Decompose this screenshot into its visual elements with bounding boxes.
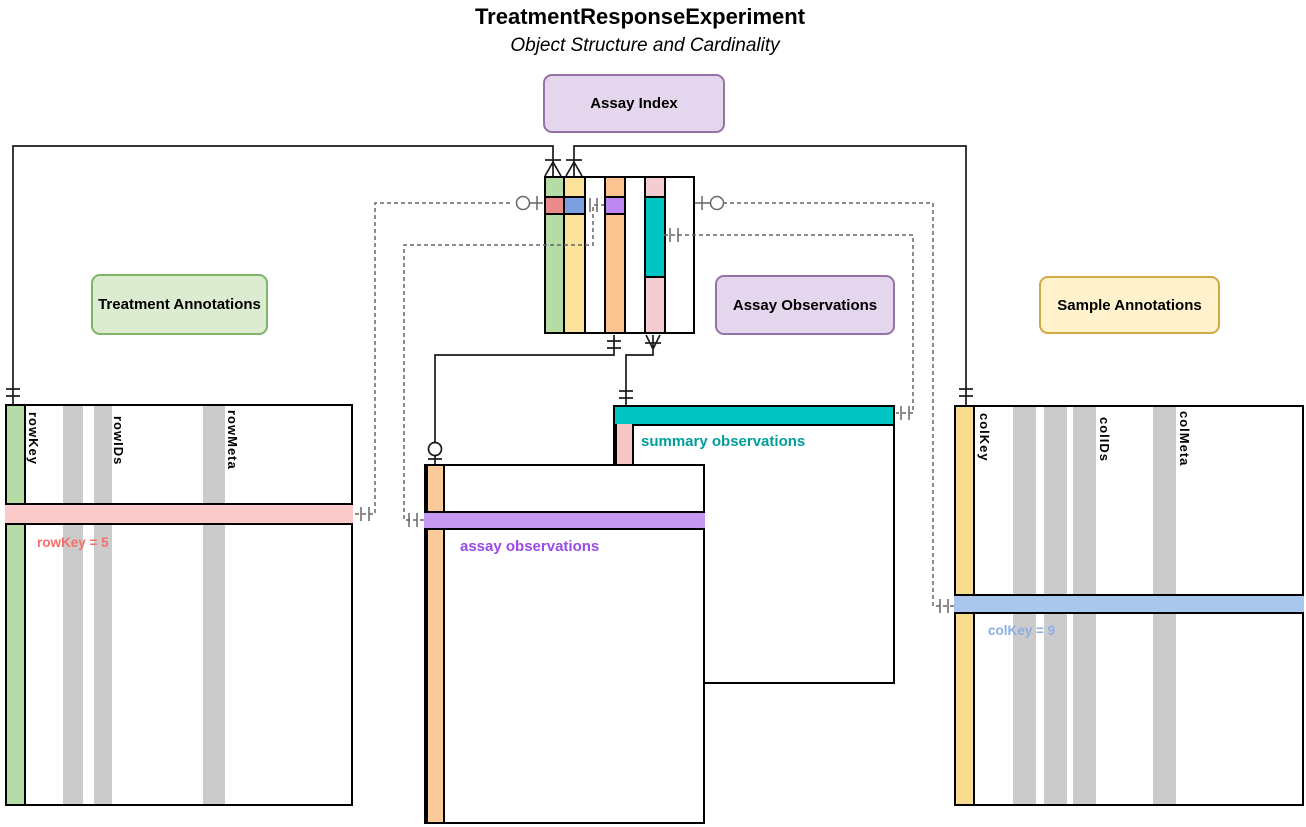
assay-key-column [426, 466, 445, 822]
connector-index-to-assay [427, 335, 621, 464]
many-marker [565, 159, 583, 177]
matrix-col-white-3 [664, 176, 695, 334]
table-stripe [203, 406, 225, 804]
matrix-col-white-2 [624, 176, 646, 334]
matrix-col-white-1 [584, 176, 606, 334]
rowkey-highlight-row [5, 503, 353, 525]
colkey-highlight-row [954, 594, 1304, 614]
summary-key-column [615, 424, 634, 466]
assay-observations-caption: assay observations [460, 538, 600, 555]
matrix-col-summary [644, 176, 666, 334]
matrix-col-colkey [563, 176, 586, 334]
sample-annotations-label: Sample Annotations [1057, 296, 1202, 314]
zero-or-one-marker [427, 441, 443, 457]
matrix-colkey-cell [563, 196, 586, 215]
table-stripe [63, 406, 83, 804]
summary-observations-caption: summary observations [641, 433, 806, 450]
treatment-annotations-node: Treatment Annotations [91, 274, 268, 335]
zero-or-one-marker [515, 195, 531, 211]
assay-index-label: Assay Index [590, 95, 678, 112]
assay-index-node: Assay Index [543, 74, 725, 133]
assay-highlight-row [424, 511, 705, 530]
connector-treatment-to-index [6, 145, 562, 404]
page-title: TreatmentResponseExperiment [474, 4, 806, 29]
matrix-col-assay [604, 176, 626, 334]
assay-observations-node: Assay Observations [715, 275, 895, 335]
assay-index-matrix [544, 176, 695, 334]
colkey-column-label: colKey [977, 413, 992, 462]
sample-annotations-table: colKey colIDs colMeta colKey = 9 [954, 405, 1304, 806]
many-marker [544, 159, 562, 177]
treatment-annotations-label: Treatment Annotations [98, 296, 261, 313]
table-stripe [94, 406, 112, 804]
matrix-col-rowkey [544, 176, 565, 334]
colids-column-label: colIDs [1097, 417, 1112, 463]
matrix-summary-cell [644, 196, 666, 278]
treatment-annotations-table: rowKey rowIDs rowMeta rowKey = 5 [5, 404, 353, 806]
rowmeta-column-label: rowMeta [225, 410, 240, 470]
connector-index-to-summary [619, 334, 661, 405]
sample-annotations-node: Sample Annotations [1039, 276, 1220, 334]
rowkey-highlight-label: rowKey = 5 [37, 535, 109, 550]
matrix-assay-cell [604, 196, 626, 215]
rowkey-column-label: rowKey [26, 412, 41, 465]
summary-header-bar [613, 405, 895, 426]
assay-observations-label: Assay Observations [732, 296, 878, 314]
zero-or-one-marker [709, 195, 725, 211]
page-subtitle: Object Structure and Cardinality [510, 35, 780, 56]
assay-observations-table: assay observations [424, 464, 705, 824]
many-marker [645, 334, 661, 350]
colkey-highlight-label: colKey = 9 [988, 623, 1056, 638]
colmeta-column-label: colMeta [1177, 411, 1192, 467]
rowkey-column [7, 406, 26, 804]
matrix-rowkey-cell [544, 196, 565, 215]
rowids-column-label: rowIDs [111, 416, 126, 466]
